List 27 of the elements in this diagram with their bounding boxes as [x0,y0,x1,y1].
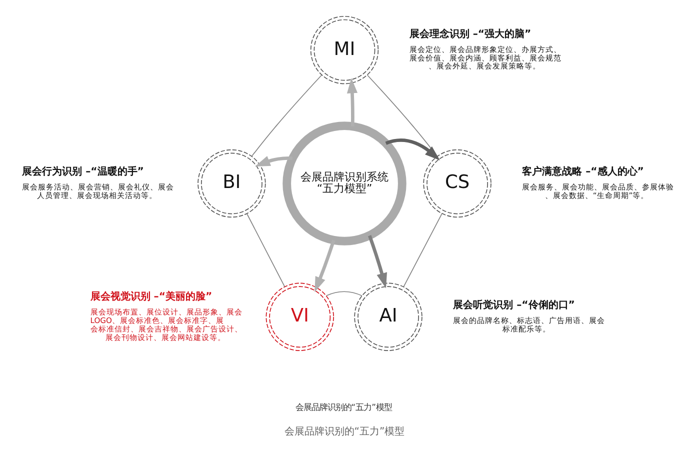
connector [251,74,322,156]
node-circle: 会展品牌识别系统 “五力模型” [282,121,406,245]
node-label: 展会视觉识别 –“美丽的脸” [90,291,212,302]
arrow [368,234,388,288]
node-label: 展会听觉识别 –“伶俐的口” [453,300,575,311]
node-label: 展会服务、展会功能、展会品质、参展体验、展会数据、“生命周期”等。 [522,182,674,200]
connector [246,212,286,287]
node-label: 展会理念识别 –“强大的脑” [409,28,532,40]
node-label: 客户满意战略 –“感人的心” [522,166,644,178]
node-label: 展会的品牌名称、标志语、广告用语、展会标准配乐等。 [453,315,606,333]
arrow [314,239,336,292]
node-circle: CS [423,148,492,218]
connector [326,290,362,296]
node-label: 展会定位、展会品牌形象定位、办展方式、展会价值、展会内涵、顾客利益、展会规范、展会外延、展会发展策略等。 [409,44,562,70]
connector [403,212,442,287]
node-label: 展会行为识别 –“温暖的手” [22,166,144,178]
arrow [346,78,358,126]
label: 会展品牌识别的“五力”模型 [295,401,392,412]
node-circle: AI [354,282,422,350]
node-circle: BI [198,148,266,218]
node-circle: MI [310,15,379,84]
node-label: 展会现场布置、展位设计、展品形象、展会 LOGO、展会标准色、展会标准字、展会标准信封、展会吉祥物、展会广告设计、展会刊物设计、展会网站建设等。 [90,307,242,342]
arrow [254,156,293,166]
node-label: 展会服务活动、展会营销、展会礼仪、展会人员管理、展会现场相关活动等。 [22,182,174,200]
arrow [385,138,440,160]
caption: 会展品牌识别的“五力”模型 [284,426,405,437]
node-circle: VI [266,282,334,350]
